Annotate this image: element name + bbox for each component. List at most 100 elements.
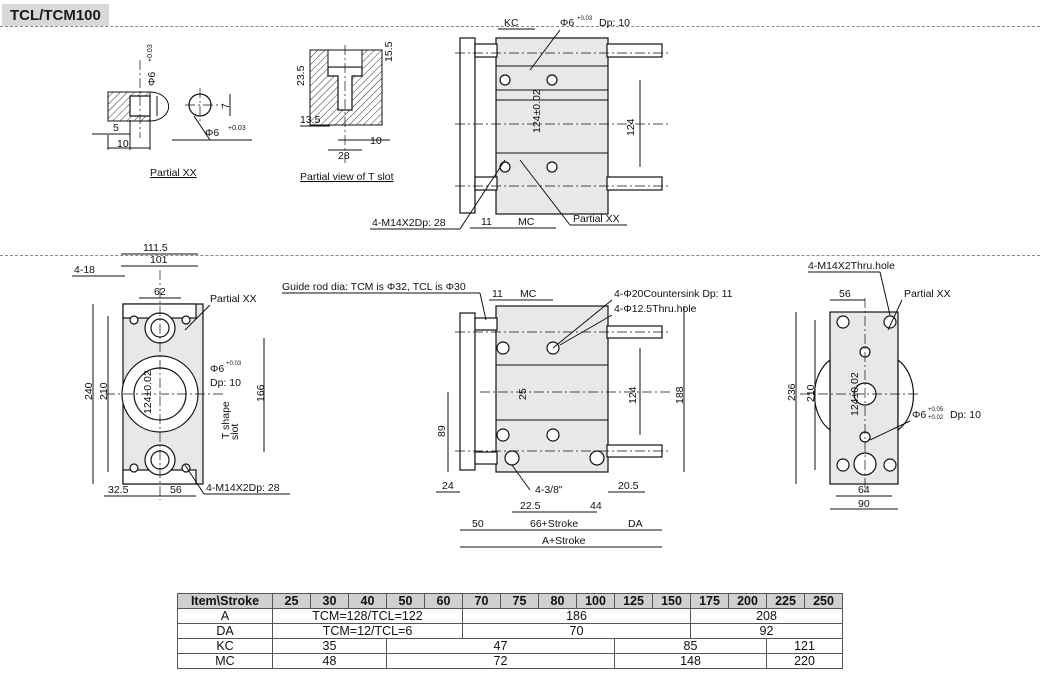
table-cell: 48 <box>272 653 387 669</box>
dim-phi6-vertical: Φ6 <box>146 72 158 86</box>
partial-xx-detail: 5 10 Φ6 +0.03 7 Φ6 +0.03 Partial XX <box>92 44 252 179</box>
dim-111-5: 111.5 <box>143 242 168 254</box>
t-slot-caption: Partial view of T slot <box>300 171 394 183</box>
label-countersink: 4-Φ20Countersink Dp: 11 <box>614 288 733 300</box>
dim-11-c: 11 <box>492 288 503 300</box>
dim-phi6: Φ6 <box>205 127 219 139</box>
header-stroke: 30 <box>310 593 349 609</box>
dim-20-5: 20.5 <box>618 480 639 492</box>
dim-124-left: 124±0.02 <box>142 370 154 414</box>
header-stroke: 250 <box>804 593 843 609</box>
dim-phi6-v-label: Φ6 <box>146 72 158 86</box>
dim-124: 124 <box>625 118 637 136</box>
dim-28: 28 <box>338 150 350 162</box>
header-item-stroke: Item\Stroke <box>177 593 273 609</box>
label-m14: 4-M14X2Dp: 28 <box>372 217 446 229</box>
dim-62: 62 <box>154 286 166 298</box>
tol-phi6: +0.03 <box>228 125 246 132</box>
center-side-view: Guide rod dia: TCM is Φ32, TCL is Φ30 11… <box>282 281 733 548</box>
table-cell: 208 <box>690 608 843 624</box>
dim-10-t: 10 <box>370 135 382 147</box>
header-stroke: 40 <box>348 593 387 609</box>
right-end-view: 4-M14X2Thru.hole 56 Partial XX 236 210 1… <box>786 260 981 510</box>
hole-tol-up-right: +0.05 <box>928 407 944 413</box>
label-m14-left: 4-M14X2Dp: 28 <box>206 482 280 494</box>
label-3-8: 4-3/8" <box>535 484 563 496</box>
table-cell: 186 <box>462 608 691 624</box>
tol-phi6-v: +0.03 <box>147 44 154 62</box>
hole-depth: Dp: 10 <box>599 17 630 29</box>
table-cell: 121 <box>766 638 843 654</box>
header-stroke: 100 <box>576 593 615 609</box>
model-title: TCL/TCM100 <box>2 4 109 26</box>
header-stroke: 70 <box>462 593 501 609</box>
dim-25: 25 <box>517 388 529 400</box>
dim-32-5: 32.5 <box>108 484 129 496</box>
dim-24: 24 <box>442 480 454 492</box>
header-stroke: 80 <box>538 593 577 609</box>
dim-188: 188 <box>674 386 686 404</box>
dim-15-5: 15.5 <box>383 41 395 62</box>
dim-90: 90 <box>858 498 870 510</box>
dim-210: 210 <box>98 382 110 400</box>
dim-13-5: 13.5 <box>300 114 321 126</box>
dim-mc: MC <box>518 216 535 228</box>
top-view: KC Φ6 +0.03 Dp: 10 124±0.02 124 4-M14X2D… <box>370 16 670 230</box>
dim-101: 101 <box>150 254 168 266</box>
label-t-shape: T shape <box>220 401 232 439</box>
table-cell: 35 <box>272 638 387 654</box>
dim-23-5: 23.5 <box>295 65 307 86</box>
table-cell: 72 <box>386 653 615 669</box>
title-divider <box>0 26 1040 27</box>
dim-mc-c: MC <box>520 288 537 300</box>
header-stroke: 60 <box>424 593 463 609</box>
dim-a-stroke: A+Stroke <box>542 535 586 547</box>
dim-56-left: 56 <box>170 484 182 496</box>
label-thru-right: 4-M14X2Thru.hole <box>808 260 895 272</box>
table-cell: TCM=128/TCL=122 <box>272 608 463 624</box>
title-bar: TCL/TCM100 <box>0 0 1040 28</box>
dim-124-tol: 124±0.02 <box>531 89 543 133</box>
dim-210-right: 210 <box>805 384 817 402</box>
dim-166: 166 <box>255 384 267 402</box>
dim-124-right: 124±0.02 <box>849 372 861 416</box>
label-slot: slot <box>229 424 241 440</box>
header-stroke: 25 <box>272 593 311 609</box>
dim-10: 10 <box>117 138 129 150</box>
dim-50: 50 <box>472 518 484 530</box>
dim-5: 5 <box>113 122 119 134</box>
header-stroke: 150 <box>652 593 691 609</box>
dim-240: 240 <box>83 382 95 400</box>
dim-236: 236 <box>786 383 798 401</box>
label-partial-xx: Partial XX <box>573 213 620 225</box>
label-4-18: 4-18 <box>74 264 95 276</box>
row-label: DA <box>177 623 273 639</box>
table-cell: 220 <box>766 653 843 669</box>
table-cell: 85 <box>614 638 767 654</box>
header-stroke: 225 <box>766 593 805 609</box>
dim-124-c: 124 <box>627 386 639 404</box>
dim-89: 89 <box>436 425 448 437</box>
dim-kc: KC <box>504 17 519 29</box>
hole-right: Φ6 <box>912 409 926 421</box>
t-slot-detail: 23.5 15.5 13.5 10 28 Partial view of T s… <box>295 41 395 183</box>
depth-left: Dp: 10 <box>210 377 241 389</box>
hole-tol-left: +0.03 <box>226 361 242 367</box>
header-stroke: 125 <box>614 593 653 609</box>
left-view: 111.5 101 4-18 62 Partial XX Φ6 +0.03 Dp… <box>72 242 290 500</box>
section-divider <box>0 255 1040 256</box>
header-stroke: 200 <box>728 593 767 609</box>
dim-da: DA <box>628 518 643 530</box>
table-cell: 148 <box>614 653 767 669</box>
dim-56-right: 56 <box>839 288 851 300</box>
label-partial-xx-left: Partial XX <box>210 293 257 305</box>
dim-11: 11 <box>481 216 492 228</box>
row-label: KC <box>177 638 273 654</box>
